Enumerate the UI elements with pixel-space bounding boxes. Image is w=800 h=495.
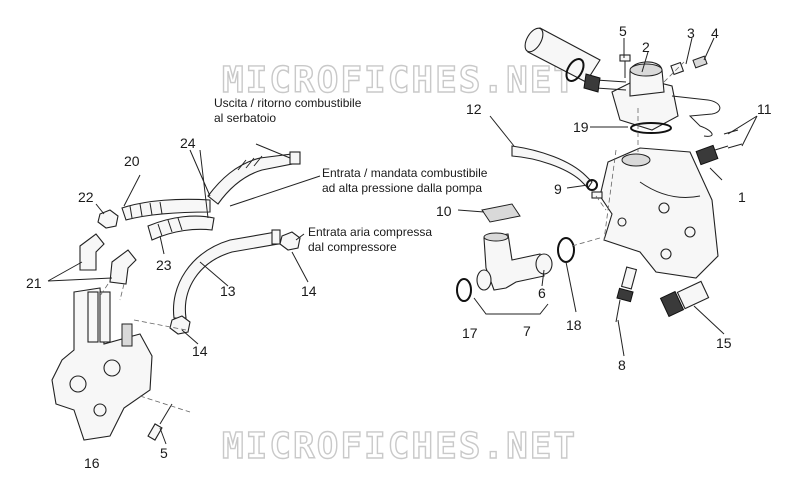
svg-text:Entrata aria compressa: Entrata aria compressa: [308, 225, 432, 239]
hose-12: [511, 145, 593, 189]
part-number-17: 17: [462, 325, 478, 341]
part-number-2: 2: [642, 39, 650, 55]
part-number-23: 23: [156, 257, 172, 273]
part-number-18: 18: [566, 317, 582, 333]
part-number-24: 24: [180, 135, 196, 151]
nut-22: [97, 209, 119, 229]
part-number-14-lower: 14: [192, 343, 208, 359]
part-number-1: 1: [738, 189, 746, 205]
svg-text:Uscita / ritorno combustibile: Uscita / ritorno combustibile: [214, 96, 362, 110]
part-number-12: 12: [466, 101, 482, 117]
o-ring-17: [456, 278, 472, 302]
corrugated-hose-20: [121, 198, 211, 221]
spring-clip: [671, 95, 721, 137]
union-fitting: [476, 232, 553, 291]
annotation-air-inlet: Entrata aria compressa dal compressore: [308, 225, 432, 254]
insulator-10: [481, 203, 521, 223]
svg-text:Entrata / mandata combustibile: Entrata / mandata combustibile: [322, 166, 488, 180]
part-number-7: 7: [523, 323, 531, 339]
hose-13: [172, 229, 281, 319]
assembly-lines: [99, 61, 685, 413]
part-number-3: 3: [687, 25, 695, 41]
corrugated-hose-23: [147, 215, 215, 241]
part-number-9: 9: [554, 181, 562, 197]
part-number-16: 16: [84, 455, 100, 471]
annotation-fuel-inlet: Entrata / mandata combustibile ad alta p…: [322, 166, 488, 195]
top-nipple: [692, 55, 708, 69]
sensor-8: [615, 266, 638, 323]
part-number-labels: 1 2 3 4 5 5 6 7 8 9 10 11 12 13 14 14 15…: [26, 23, 772, 471]
part-number-11: 11: [757, 101, 772, 117]
part-number-19: 19: [573, 119, 589, 135]
part-number-8: 8: [618, 357, 626, 373]
leader-lines: [47, 37, 758, 445]
watermark-bottom: MICROFICHES.NET: [222, 426, 577, 467]
return-hose: [207, 151, 301, 205]
regulator-housing: [599, 147, 719, 279]
part-number-6: 6: [538, 285, 546, 301]
svg-text:ad alta pressione dalla pompa: ad alta pressione dalla pompa: [322, 181, 482, 195]
svg-text:dal compressore: dal compressore: [308, 240, 397, 254]
housing-cover: [583, 61, 679, 131]
o-ring-19: [630, 122, 672, 134]
inlet-filter: [695, 144, 729, 166]
part-number-22: 22: [78, 189, 94, 205]
part-number-5: 5: [619, 23, 627, 39]
small-screws: [723, 129, 743, 149]
intake-pipe: [524, 27, 601, 83]
elbow-fittings-21: [79, 233, 137, 285]
annotation-fuel-return: Uscita / ritorno combustibile al serbato…: [214, 96, 362, 125]
part-number-20: 20: [124, 153, 140, 169]
svg-text:al serbatoio: al serbatoio: [214, 111, 276, 125]
part-number-15: 15: [716, 335, 732, 351]
o-ring-18: [557, 237, 575, 263]
part-number-13: 13: [220, 283, 236, 299]
housing-bolt: [619, 54, 631, 78]
sensor-15: [659, 280, 710, 318]
part-number-21: 21: [26, 275, 42, 291]
part-number-4: 4: [711, 25, 719, 41]
part-number-10: 10: [436, 203, 452, 219]
watermark-top: MICROFICHES.NET: [222, 60, 577, 101]
bolt-5-left: [147, 403, 173, 441]
part-number-5-lower: 5: [160, 445, 168, 461]
part-number-14-right: 14: [301, 283, 317, 299]
valve-body-16: [51, 287, 153, 441]
